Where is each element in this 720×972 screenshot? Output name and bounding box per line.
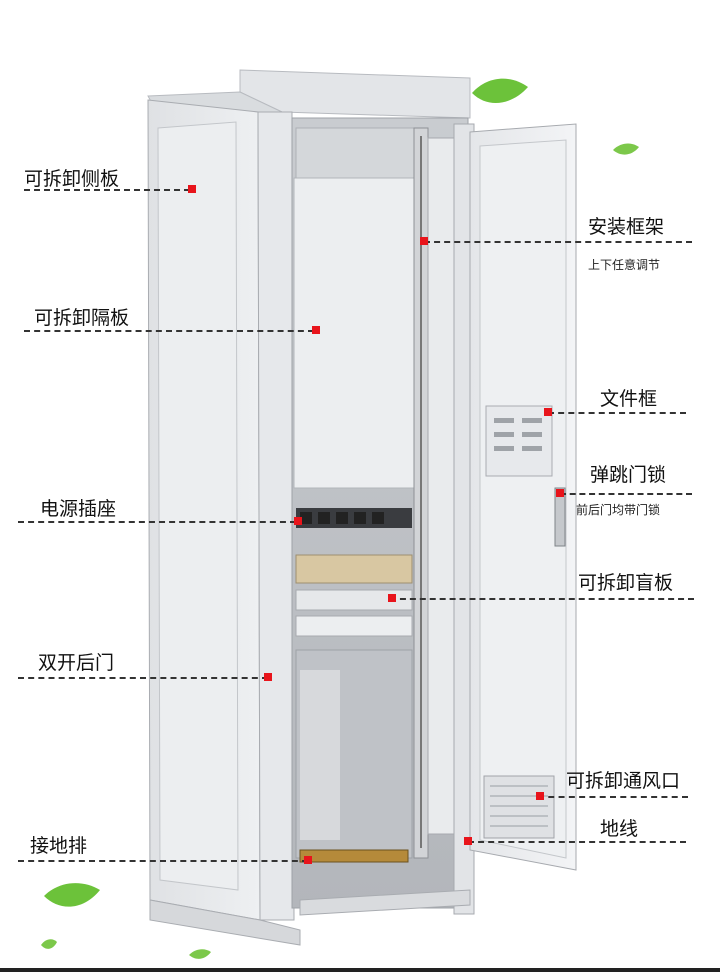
leaf-icon: [44, 883, 100, 907]
leader-line: [390, 598, 694, 600]
label-side-panel: 可拆卸侧板: [24, 168, 120, 190]
label-door-lock-note: 前后门均带门锁: [576, 503, 661, 517]
leaf-icon: [613, 143, 639, 155]
label-ground-bar: 接地排: [30, 835, 88, 857]
leader-line: [18, 860, 308, 862]
label-frame-note: 上下任意调节: [588, 258, 661, 272]
leader-line: [18, 677, 268, 679]
marker-ground-bar: [304, 856, 312, 864]
leaf-icon: [41, 939, 57, 949]
marker-frame: [420, 237, 428, 245]
leader-line: [560, 493, 692, 495]
marker-power-socket: [294, 517, 302, 525]
marker-rear-door: [264, 673, 272, 681]
leader-line: [548, 412, 686, 414]
marker-ground-wire: [464, 837, 472, 845]
label-vent: 可拆卸通风口: [566, 770, 681, 792]
bottom-border: [0, 968, 720, 972]
marker-side-panel: [188, 185, 196, 193]
label-power-socket: 电源插座: [40, 498, 117, 520]
leader-line: [24, 330, 314, 332]
marker-blank-panel: [388, 594, 396, 602]
leader-line: [18, 521, 296, 523]
leader-line: [538, 796, 688, 798]
label-partition: 可拆卸隔板: [34, 307, 130, 329]
label-ground-wire: 地线: [600, 818, 639, 840]
marker-file-frame: [544, 408, 552, 416]
marker-partition: [312, 326, 320, 334]
leader-line: [424, 241, 692, 243]
leaf-icon: [472, 78, 528, 104]
label-file-frame: 文件框: [600, 388, 658, 410]
label-blank-panel: 可拆卸盲板: [578, 572, 674, 594]
leader-line: [24, 189, 190, 191]
leaf-icon: [189, 949, 211, 959]
label-frame: 安装框架: [588, 216, 665, 238]
label-rear-door: 双开后门: [38, 652, 115, 674]
label-door-lock: 弹跳门锁: [590, 464, 667, 486]
marker-door-lock: [556, 489, 564, 497]
marker-vent: [536, 792, 544, 800]
leader-line: [468, 841, 686, 843]
